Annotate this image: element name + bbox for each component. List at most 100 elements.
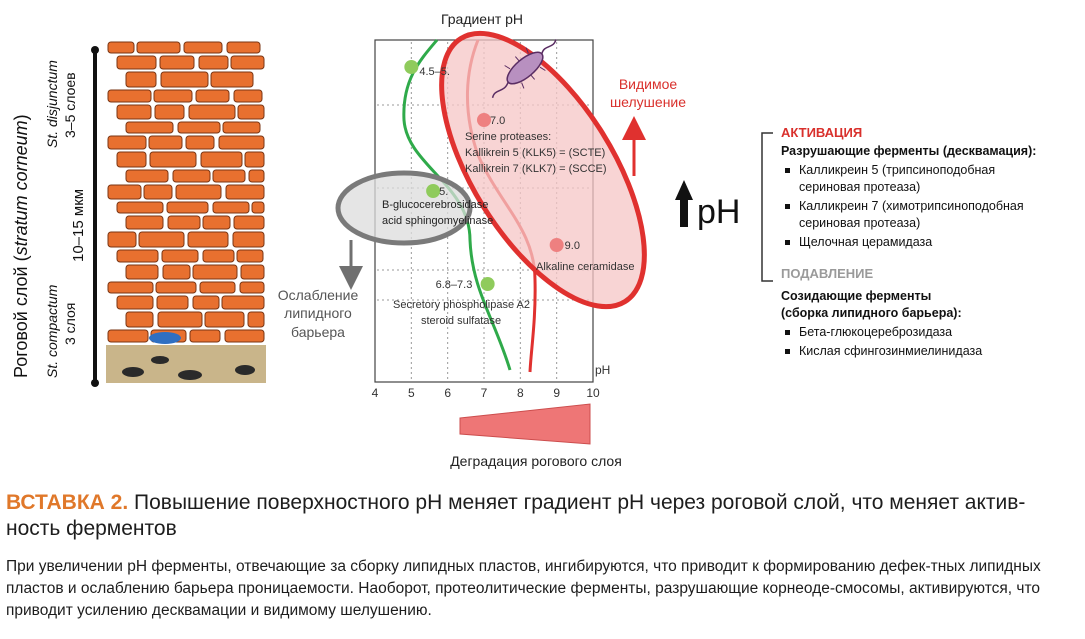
corneocyte — [239, 281, 265, 294]
corneocyte — [199, 281, 236, 294]
x-tick-label: 4 — [372, 386, 379, 400]
corneocyte — [195, 89, 230, 103]
corneocyte — [125, 71, 157, 88]
suppression-title: ПОДАВЛЕНИЕ — [781, 266, 874, 281]
corneocyte — [167, 215, 201, 230]
corneocyte — [153, 89, 193, 103]
enzymes-panel: АКТИВАЦИЯ Разрушающие ферменты (десквама… — [781, 124, 1081, 362]
suppression-item-sphingomyelinase: Кислая сфингозинмиелинидаза — [785, 343, 1081, 360]
corneocyte — [162, 264, 191, 280]
corneocyte — [125, 169, 169, 183]
corneocyte — [189, 329, 221, 343]
corneocyte — [116, 249, 159, 263]
x-tick-label: 9 — [553, 386, 560, 400]
corneocyte — [107, 281, 154, 294]
corneocyte — [172, 169, 211, 183]
enzyme-label-klk5: Kallikrein 5 (KLK5) = (SCTE) — [465, 147, 605, 159]
corneocyte — [125, 311, 154, 328]
corneocyte — [237, 104, 265, 120]
corneocyte — [251, 201, 265, 214]
corneocyte — [148, 135, 183, 150]
corneocyte — [188, 104, 236, 120]
corneocyte — [202, 249, 235, 263]
x-tick-label: 5 — [408, 386, 415, 400]
x-tick-label: 10 — [586, 386, 600, 400]
enzyme-label-klk7: Kallikrein 7 (KLK7) = (SCCE) — [465, 163, 607, 175]
corneocyte — [107, 41, 135, 54]
activation-subtitle: Разрушающие ферменты (десквамация): — [781, 144, 1037, 158]
bacterium-icon — [491, 39, 557, 99]
x-tick-label: 6 — [444, 386, 451, 400]
corneocyte — [224, 329, 265, 343]
ph-point-marker — [549, 238, 564, 252]
corneocyte — [212, 169, 246, 183]
suppression-item-glucocerebrosidase: Бета-глюкоцереброзидаза — [785, 324, 1081, 341]
corneocyte — [233, 215, 265, 230]
corneocyte — [192, 264, 238, 280]
enzyme-label-ceramidase: Alkaline ceramidase — [536, 261, 634, 273]
corneocyte — [232, 231, 265, 248]
figure: Роговой слой (stratum corneum) 10–15 мкм… — [11, 11, 773, 469]
caption-body: При увеличении pH ферменты, отвечающие з… — [6, 558, 1041, 619]
activation-title: АКТИВАЦИЯ — [781, 125, 863, 140]
corneocyte — [177, 121, 221, 134]
peeling-label-line2: шелушение — [610, 94, 686, 110]
ph-point-marker — [426, 184, 441, 198]
corneocyte — [202, 215, 231, 230]
corneocyte — [161, 249, 199, 263]
corneocyte — [125, 121, 174, 134]
corneocyte — [116, 151, 147, 168]
big-ph-label: pH — [697, 193, 740, 231]
caption-title: Повышение поверхностного pH меняет гради… — [6, 491, 1026, 540]
corneocyte — [107, 184, 142, 200]
ph-point-label: 5. — [439, 186, 448, 198]
corneocyte — [116, 55, 157, 70]
corneocyte — [244, 151, 265, 168]
corneocyte — [157, 311, 203, 328]
corneocyte — [212, 201, 250, 214]
corneocyte — [248, 169, 265, 183]
compactum-name: St. compactum — [44, 284, 60, 378]
ph-chart: Градиент pH 4 5 6 7 8 9 10 pH Деградация рогов… — [278, 11, 773, 469]
ph-point-label: 9.0 — [565, 240, 580, 252]
corneocyte — [166, 201, 209, 214]
corneocyte — [187, 231, 229, 248]
corneocyte — [221, 295, 265, 310]
corneocyte — [210, 71, 254, 88]
corneocyte — [156, 295, 189, 310]
corneocyte — [225, 184, 265, 200]
corneocyte — [159, 55, 195, 70]
disjunctum-layers: 3–5 слоев — [62, 72, 78, 138]
corneocyte-layers — [107, 41, 265, 343]
ph-point-marker — [404, 60, 419, 74]
enzyme-label-serine: Serine proteases: — [465, 131, 551, 143]
corneocyte — [204, 311, 245, 328]
corneocyte — [247, 311, 265, 328]
disjunctum-name: St. disjunctum — [44, 60, 60, 148]
enzyme-label-sulfatase: steroid sulfatase — [421, 315, 501, 327]
corneocyte — [125, 215, 164, 230]
corneocyte — [107, 231, 137, 248]
corneocyte — [143, 184, 173, 200]
corneocyte — [236, 249, 264, 263]
peeling-label-line1: Видимое — [619, 76, 678, 92]
degradation-label: Деградация рогового слоя — [450, 453, 622, 469]
corneocyte — [198, 55, 229, 70]
x-tick-label: 8 — [517, 386, 524, 400]
corneocyte — [233, 89, 263, 103]
x-tick-label: 7 — [481, 386, 488, 400]
enzymes-bracket — [761, 132, 773, 282]
enzyme-label-glucocerebrosidase: B-glucocerebrosidase — [382, 199, 488, 211]
x-axis-ticks: 4 5 6 7 8 9 10 — [372, 386, 600, 400]
barrier-label-line2: липидного — [284, 305, 352, 321]
enzyme-label-phospholipase: Secretory phospholipase A2 — [393, 299, 530, 311]
chart-title: Градиент pH — [441, 11, 523, 27]
caption-lead: ВСТАВКА 2. — [6, 491, 129, 514]
corneocyte — [175, 184, 222, 200]
blue-cell — [149, 332, 181, 344]
barrier-label-line3: барьера — [291, 324, 345, 340]
suppression-list: Бета-глюкоцереброзидаза Кислая сфингозин… — [781, 324, 1081, 360]
activation-ellipse — [439, 30, 647, 310]
thickness-label: 10–15 мкм — [70, 189, 87, 262]
